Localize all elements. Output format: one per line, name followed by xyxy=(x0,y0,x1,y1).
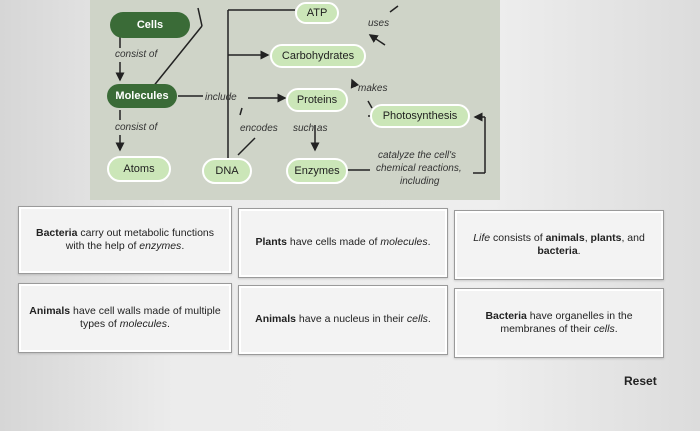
label-encodes: encodes xyxy=(240,123,278,134)
statement-card[interactable]: Animals have cell walls made of multiple… xyxy=(18,283,232,353)
card-text: Animals have a nucleus in their cells. xyxy=(255,313,431,326)
card-text-segment: cells xyxy=(593,323,615,335)
card-text-segment: . xyxy=(167,318,170,330)
label-catalyze-1: catalyze the cell's xyxy=(378,150,457,161)
card-text: Bacteria carry out metabolic functions w… xyxy=(29,227,221,253)
statement-card[interactable]: Bacteria carry out metabolic functions w… xyxy=(18,206,232,274)
label-include: include xyxy=(205,92,237,103)
node-cells: Cells xyxy=(110,12,190,38)
label-such-as: such as xyxy=(293,123,328,134)
card-text: Bacteria have organelles in the membrane… xyxy=(465,310,653,336)
label-consist-of-2: consist of xyxy=(115,122,158,133)
card-text-segment: Animals xyxy=(255,313,296,326)
concept-map-connectors xyxy=(115,5,486,174)
node-photosynthesis: Photosynthesis xyxy=(370,104,470,128)
node-dna: DNA xyxy=(202,158,252,184)
card-text-segment: consists of xyxy=(490,231,546,244)
card-text-segment: cells xyxy=(406,313,428,326)
card-text: Animals have cell walls made of multiple… xyxy=(29,305,221,331)
card-text-segment: Animals xyxy=(29,304,71,317)
node-proteins: Proteins xyxy=(286,88,348,112)
node-atp: ATP xyxy=(295,2,339,24)
card-text-segment: bacteria xyxy=(537,245,578,257)
card-text-segment: . xyxy=(181,240,185,252)
card-text-segment: . xyxy=(614,323,618,335)
label-catalyze-2: chemical reactions, xyxy=(376,163,462,174)
node-atoms: Atoms xyxy=(107,156,171,182)
label-consist-of-1: consist of xyxy=(115,49,158,60)
node-enzymes: Enzymes xyxy=(286,158,348,184)
card-text-segment: Bacteria xyxy=(35,226,78,239)
card-text-segment: carry out metabolic functions with the h… xyxy=(65,226,214,252)
card-text-segment: Plants xyxy=(255,236,287,249)
card-text-segment: . xyxy=(577,245,581,257)
reset-button[interactable]: Reset xyxy=(624,374,657,388)
label-catalyze-3: including xyxy=(400,176,440,187)
label-makes: makes xyxy=(358,83,388,94)
card-text-segment: Life xyxy=(473,231,491,244)
card-text-segment: have organelles in the membranes of thei… xyxy=(500,309,633,335)
card-text-segment: molecules xyxy=(380,236,428,249)
node-carbohydrates: Carbohydrates xyxy=(270,44,366,68)
card-text-segment: enzymes xyxy=(139,240,182,252)
card-text-segment: , xyxy=(584,231,591,244)
node-molecules: Molecules xyxy=(107,84,177,108)
card-text: Plants have cells made of molecules. xyxy=(255,236,430,249)
card-text-segment: animals xyxy=(545,231,585,244)
card-text-segment: , and xyxy=(621,231,645,244)
card-text-segment: have cell walls made of multiple types o… xyxy=(70,304,221,330)
card-text-segment: . xyxy=(427,236,431,249)
card-text-segment: have a nucleus in their xyxy=(296,313,407,326)
label-uses: uses xyxy=(368,18,390,29)
card-text-segment: plants xyxy=(590,231,622,244)
statement-card[interactable]: Plants have cells made of molecules. xyxy=(238,208,448,278)
card-text-segment: molecules xyxy=(119,318,168,330)
statement-card[interactable]: Life consists of animals, plants, and ba… xyxy=(454,210,664,280)
statement-card[interactable]: Bacteria have organelles in the membrane… xyxy=(454,288,664,358)
card-text-segment: Bacteria xyxy=(485,309,527,322)
card-text-segment: have cells made of xyxy=(286,236,381,249)
concept-map: Cells Molecules Atoms DNA ATP Carbohydra… xyxy=(90,0,500,200)
card-text-segment: . xyxy=(427,313,431,326)
card-text: Life consists of animals, plants, and ba… xyxy=(465,232,653,258)
statement-card[interactable]: Animals have a nucleus in their cells. xyxy=(238,285,448,355)
